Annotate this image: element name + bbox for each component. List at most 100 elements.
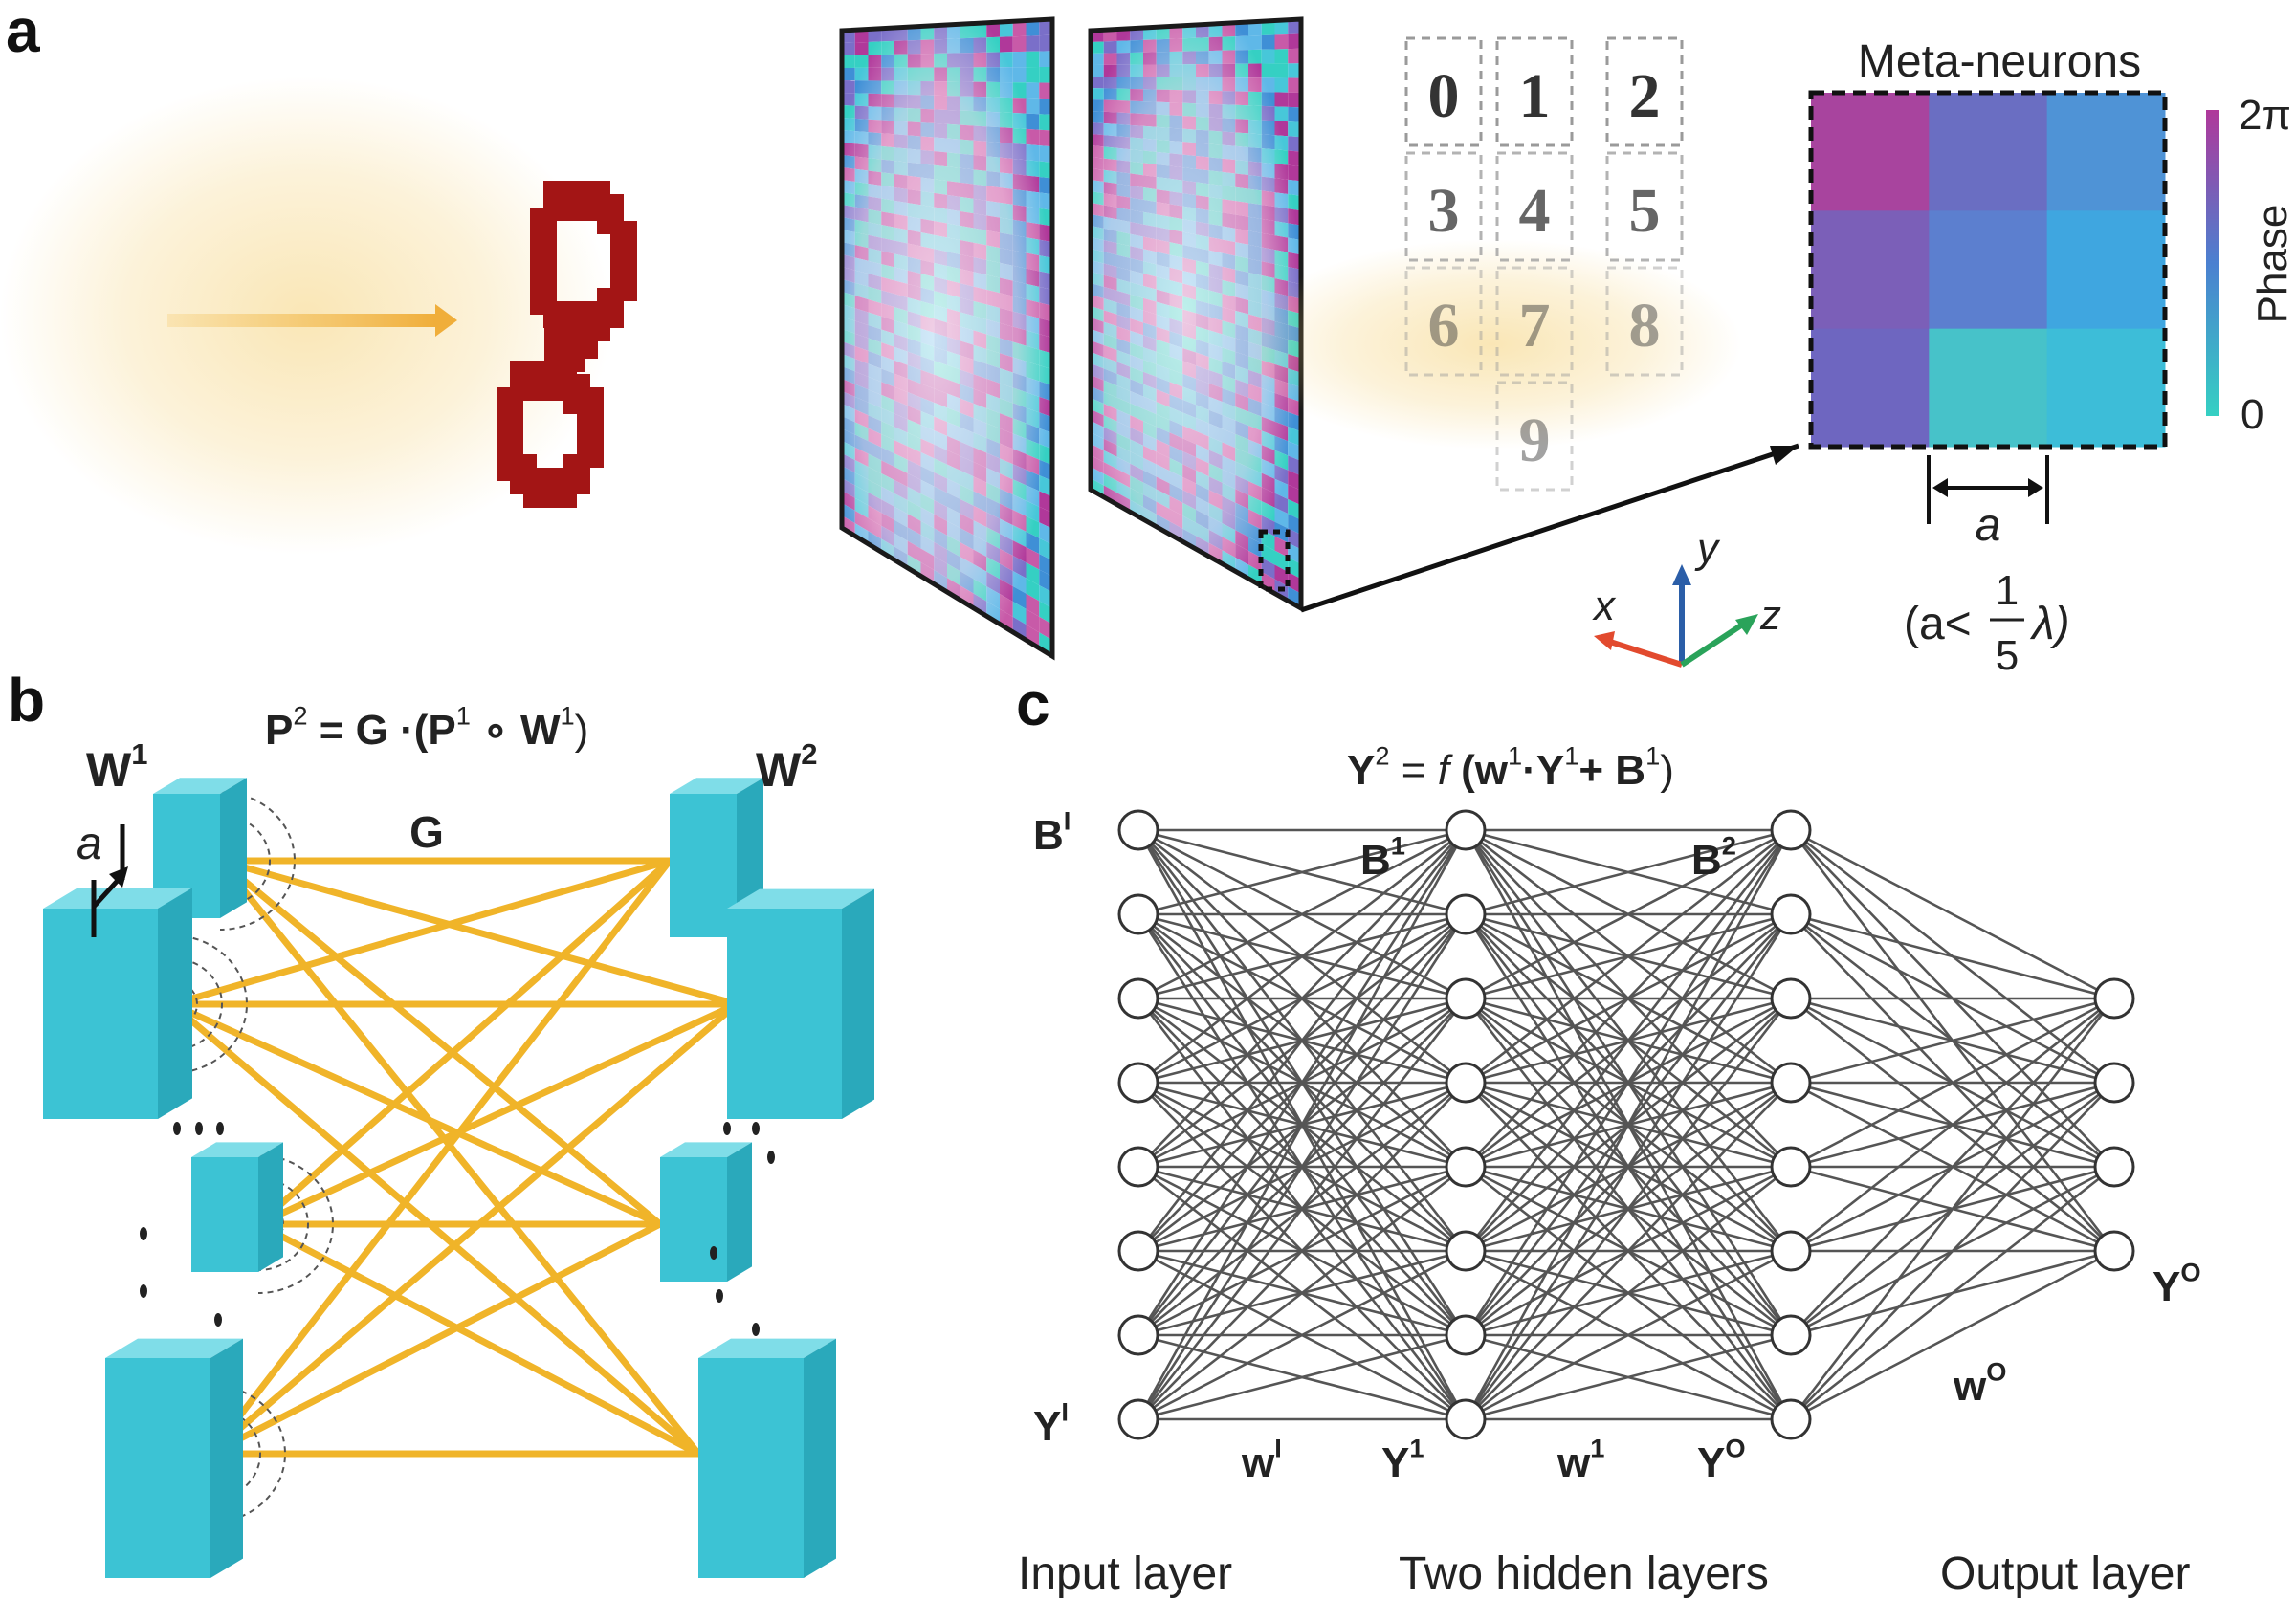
digit-pixel <box>577 414 590 428</box>
network-neuron <box>1445 1230 1487 1272</box>
digit-pixel <box>610 208 624 221</box>
digit-pixel <box>597 208 610 221</box>
y1-base: Y <box>1381 1439 1410 1486</box>
digit-pixel <box>585 332 598 345</box>
network-neuron <box>1117 893 1159 935</box>
w1-c-base: w <box>1557 1439 1591 1486</box>
wi-sup: I <box>1274 1433 1282 1463</box>
digit-pixel <box>610 194 624 208</box>
digit-pixel <box>530 234 543 248</box>
detector-region <box>1404 266 1483 377</box>
bias-label-hidden-2: B2 <box>1691 832 1736 882</box>
network-edge <box>1464 829 1793 1336</box>
network-edge <box>1137 828 1467 916</box>
hidden-1-output-label: Y1 <box>1381 1435 1424 1486</box>
block-front-face <box>727 909 842 1119</box>
bias-input-base: B <box>1033 812 1064 859</box>
network-neuron <box>2093 1146 2135 1188</box>
neuron-block-w1-large <box>43 888 192 1119</box>
network-neuron <box>1770 1314 1812 1356</box>
network-edge <box>1137 828 1467 1085</box>
diffraction-ray <box>216 857 740 1008</box>
ellipsis-dot <box>216 1122 224 1135</box>
network-edge <box>1465 828 1792 916</box>
digit-pixel <box>590 414 604 428</box>
eq-b-close: ) <box>574 707 589 754</box>
eq-b-lhs: P <box>265 707 294 754</box>
digit-pixel <box>543 221 557 234</box>
network-neuron <box>1117 1398 1159 1440</box>
digit-pixel <box>543 288 557 301</box>
bias-input-sup: I <box>1063 805 1071 836</box>
eq-b-op: ∘ W <box>470 707 561 754</box>
eq-c-w-sup: 1 <box>1508 740 1523 771</box>
diffraction-ray <box>254 1000 740 1228</box>
digit-pixel <box>530 288 543 301</box>
colorbar-max-label: 2π <box>2239 92 2291 139</box>
digit-pixel <box>497 387 510 401</box>
diffraction-ray <box>168 1000 664 1228</box>
digit-pixel <box>584 194 597 208</box>
network-edge <box>1137 998 1468 1420</box>
network-edge <box>1464 829 1793 1252</box>
network-neuron <box>1770 1230 1812 1272</box>
digit-pixel <box>543 181 557 194</box>
digit-pixel <box>558 345 571 359</box>
block-side-face <box>210 1338 243 1578</box>
hidden-2-output-label: YO <box>1697 1435 1746 1484</box>
eq-c-y-sup: 1 <box>1564 740 1579 771</box>
ellipsis-dot <box>214 1313 222 1327</box>
panel-label-c: c <box>1016 669 1050 738</box>
weights-output-label: wO <box>1954 1358 2006 1408</box>
meta-neuron-cell <box>2046 93 2166 211</box>
digit-pixel <box>563 481 577 494</box>
neuron-block-w2-large <box>727 888 874 1119</box>
digit-pixel <box>584 315 597 328</box>
digit-pixel <box>530 248 543 261</box>
digit-pixel <box>544 345 558 359</box>
digit-pixel <box>543 274 557 288</box>
digit-pixel <box>571 332 585 345</box>
block-front-face <box>105 1358 210 1578</box>
network-connections <box>1137 828 2116 1421</box>
network-edge <box>1137 829 1467 1168</box>
w1-base: W <box>86 743 132 797</box>
network-neuron <box>2093 1062 2135 1104</box>
network-neuron <box>2093 1230 2135 1272</box>
wo-sup: O <box>1986 1356 2007 1387</box>
network-edge <box>1137 1082 1467 1420</box>
digit-pixel <box>497 414 510 428</box>
meta-neuron-cell <box>1929 210 2048 330</box>
block-top-face <box>727 888 874 909</box>
block-top-face <box>660 1142 752 1157</box>
neuron-block-w1-mid <box>191 1142 283 1272</box>
digit-pixel <box>610 301 624 315</box>
digit-pixel <box>558 372 571 385</box>
digit-pixel <box>550 494 563 508</box>
network-edge <box>1465 829 1792 1168</box>
diffraction-ray <box>207 1000 740 1458</box>
digit-pixel <box>523 481 537 494</box>
digit-pixel <box>497 441 510 454</box>
detector-digit: 9 <box>1519 406 1551 475</box>
eq-b-end-sup: 1 <box>560 700 575 731</box>
digit-pixel <box>497 401 510 414</box>
digit-pixel <box>557 301 570 315</box>
block-top-face <box>43 888 192 909</box>
diffraction-connections <box>168 791 740 1524</box>
yo-sup: O <box>2180 1257 2201 1287</box>
network-edge <box>1137 829 1468 1420</box>
zoom-pointer <box>1300 443 1799 613</box>
digit-pixel <box>624 221 637 234</box>
digit-pixel <box>570 208 584 221</box>
digit-pixel <box>590 454 604 468</box>
eq-c-lhs-sup: 2 <box>1375 740 1390 771</box>
digit-pixel <box>544 359 558 372</box>
weights-input-label: wI <box>1242 1435 1282 1484</box>
network-neuron <box>1445 1398 1487 1440</box>
panel-c-equation: Y2 = f (w1·Y1+ B1) <box>1347 742 1674 792</box>
meta-neurons-title: Meta-neurons <box>1858 36 2141 87</box>
digit-pixel <box>510 361 523 374</box>
neuron-block-w2-bottom <box>698 1338 836 1578</box>
